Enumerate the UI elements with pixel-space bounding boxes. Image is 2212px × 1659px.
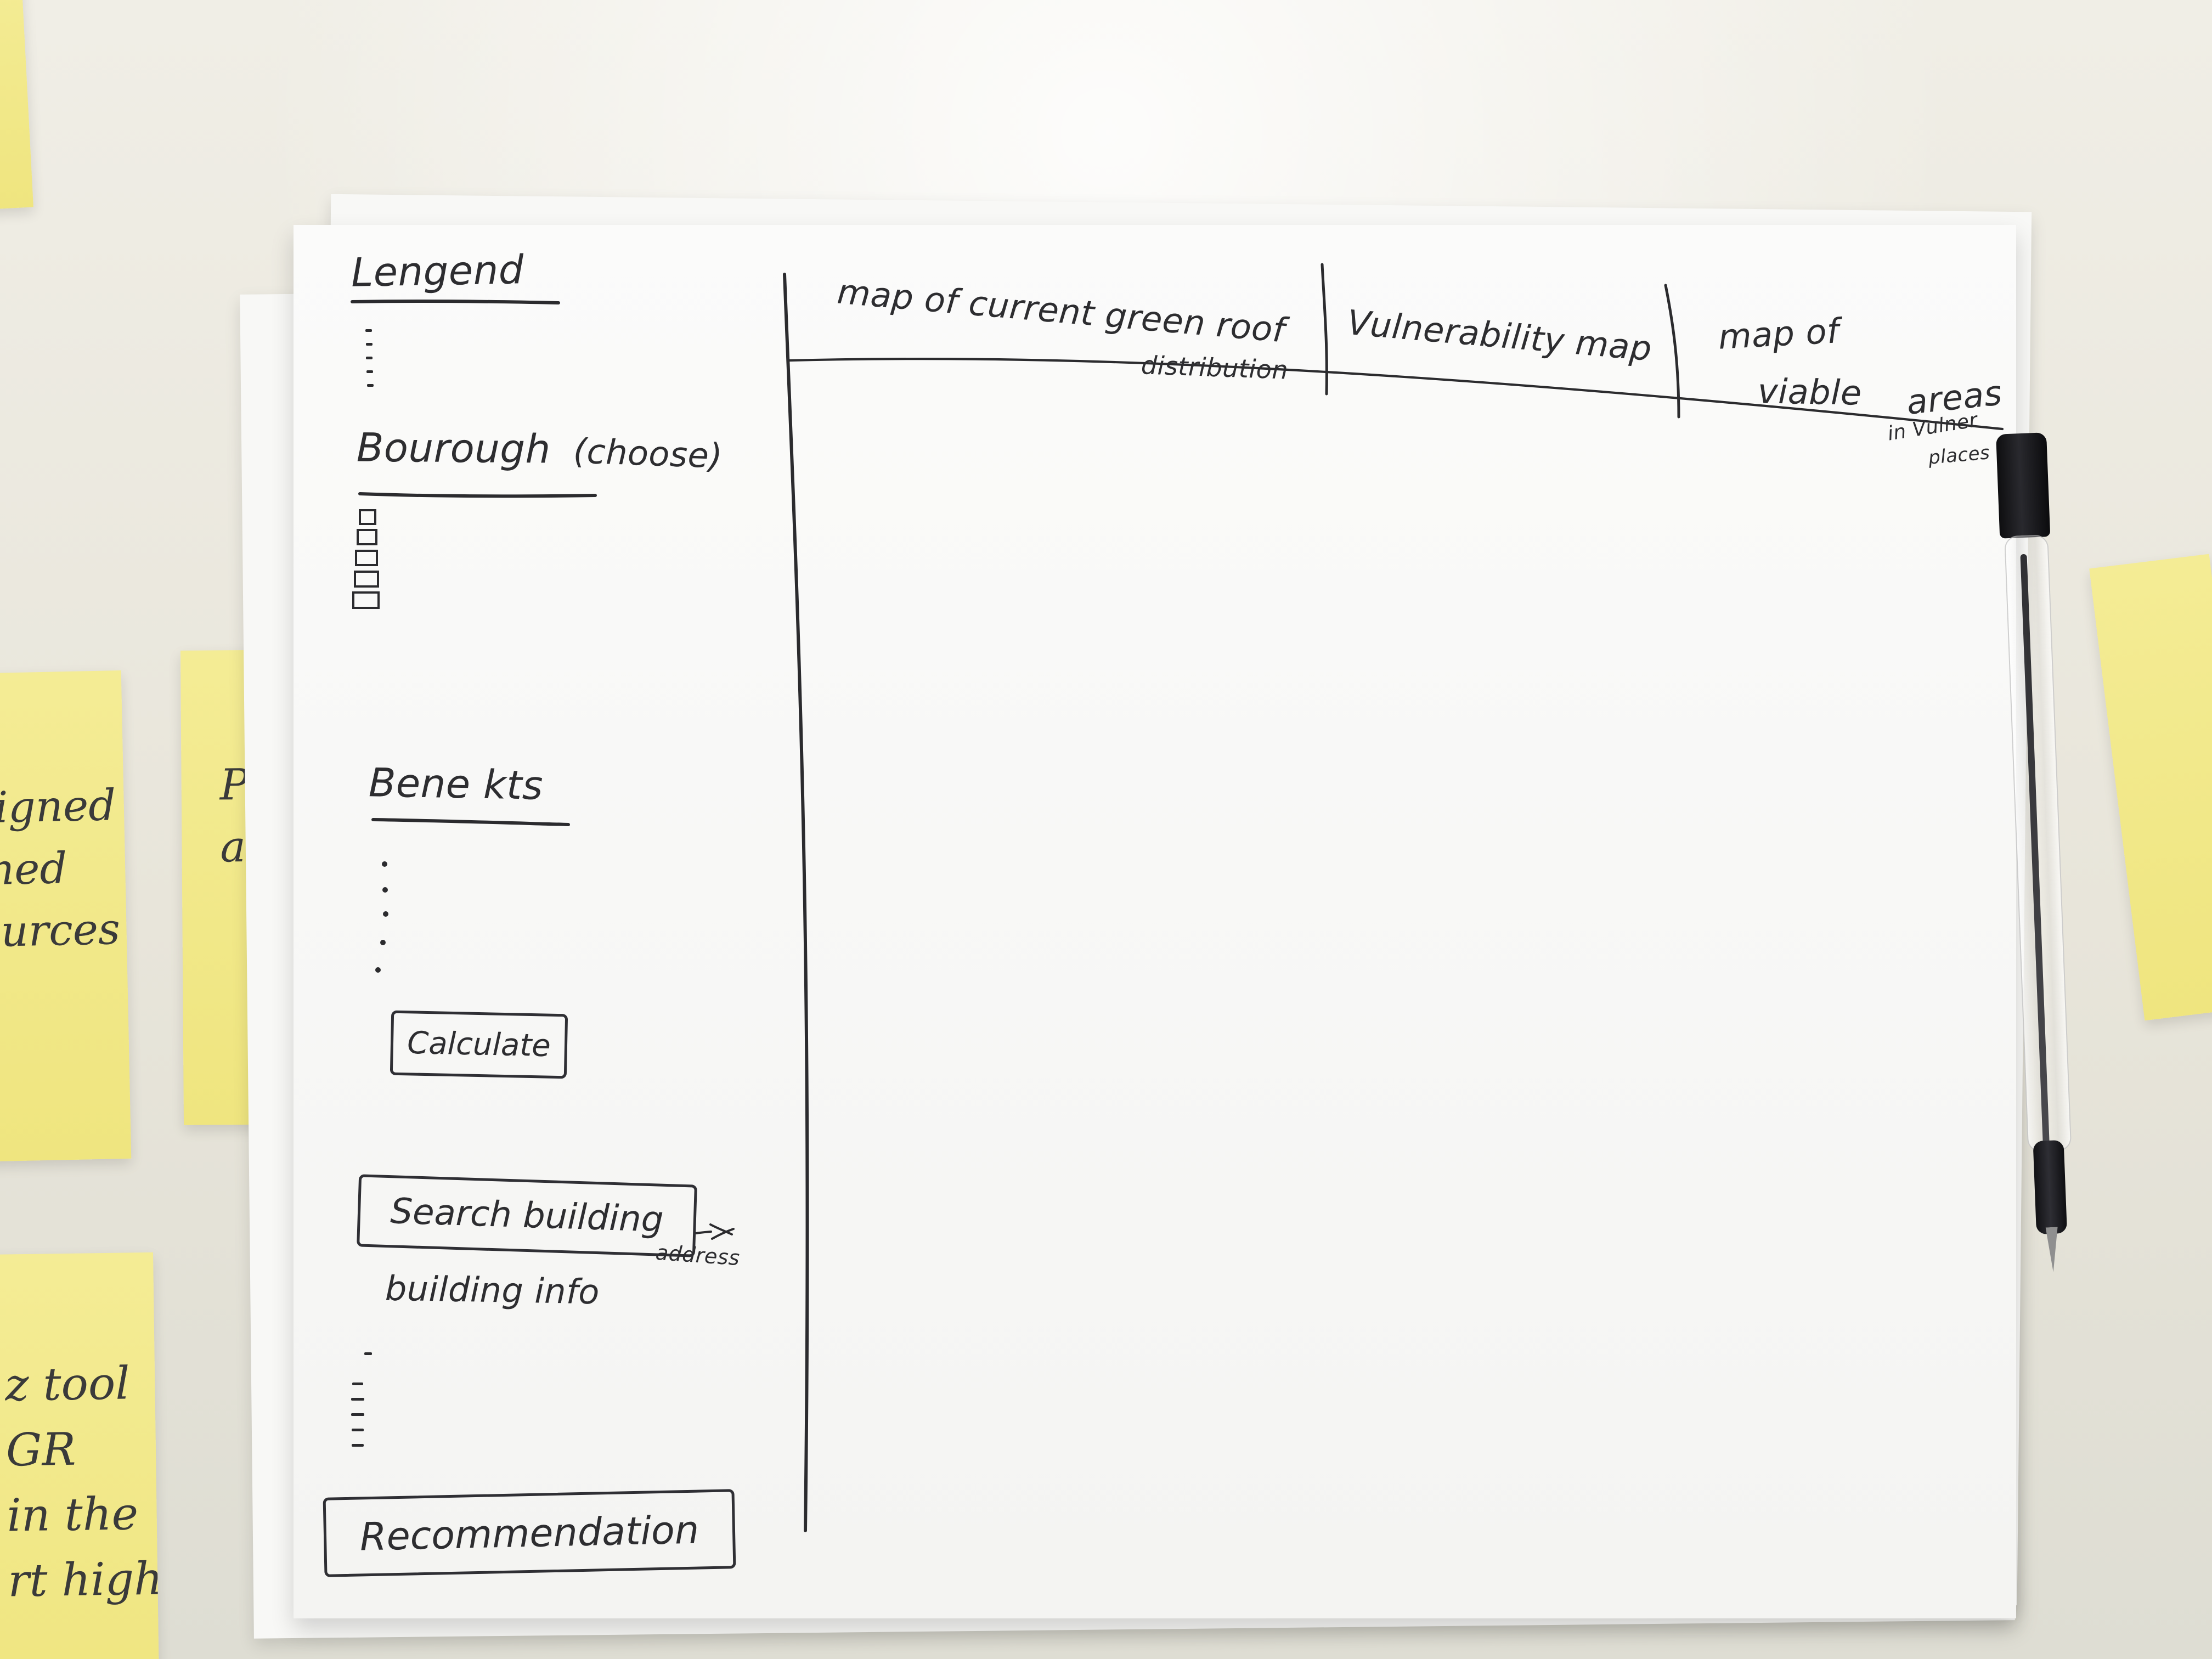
left-bottom-sticky-text: z tool GR in the rt high	[4, 1357, 160, 1607]
map-tab-vulnerability[interactable]: Vulnerability map	[1346, 302, 1654, 370]
legend-title: Lengend	[351, 246, 524, 296]
map-tab-viable-areas-line5: places	[1927, 442, 1991, 469]
borough-title: Bourough	[356, 424, 551, 472]
benefits-title: Bene kts	[368, 759, 544, 809]
map-tab-viable-areas-line1: map of	[1717, 311, 1840, 357]
map-tab-viable-areas[interactable]: map of viable areas in Vulner places	[1712, 311, 2004, 488]
left-top-sticky-note	[0, 0, 33, 210]
recommendation-button-label: Recommendation	[359, 1507, 699, 1559]
pen-tip	[2046, 1227, 2059, 1273]
right-sticky-note	[2089, 554, 2212, 1021]
map-tab-current-green-roof-sublabel: distribution	[1141, 350, 1289, 385]
left-bottom-sticky-note: z tool GR in the rt high	[0, 1252, 160, 1659]
left-middle-sticky-text: signed med ources	[0, 781, 121, 957]
wireframe-paper	[294, 225, 2016, 1618]
left-middle-sticky-note: signed med ources	[0, 670, 132, 1163]
search-building-button[interactable]: Search building	[357, 1174, 697, 1257]
calculate-button[interactable]: Calculate	[390, 1010, 568, 1079]
search-building-button-label: Search building	[390, 1191, 664, 1240]
map-tab-current-green-roof[interactable]: map of current green roof distribution	[836, 271, 1303, 385]
pen-cap	[1996, 432, 2051, 539]
pen-grip	[2033, 1139, 2068, 1234]
map-tab-viable-areas-line2: viable	[1757, 371, 1863, 413]
building-info-label: building info	[385, 1268, 600, 1312]
borough-choose-note: (choose)	[572, 431, 724, 476]
calculate-button-label: Calculate	[407, 1025, 551, 1064]
recommendation-button[interactable]: Recommendation	[323, 1489, 736, 1577]
